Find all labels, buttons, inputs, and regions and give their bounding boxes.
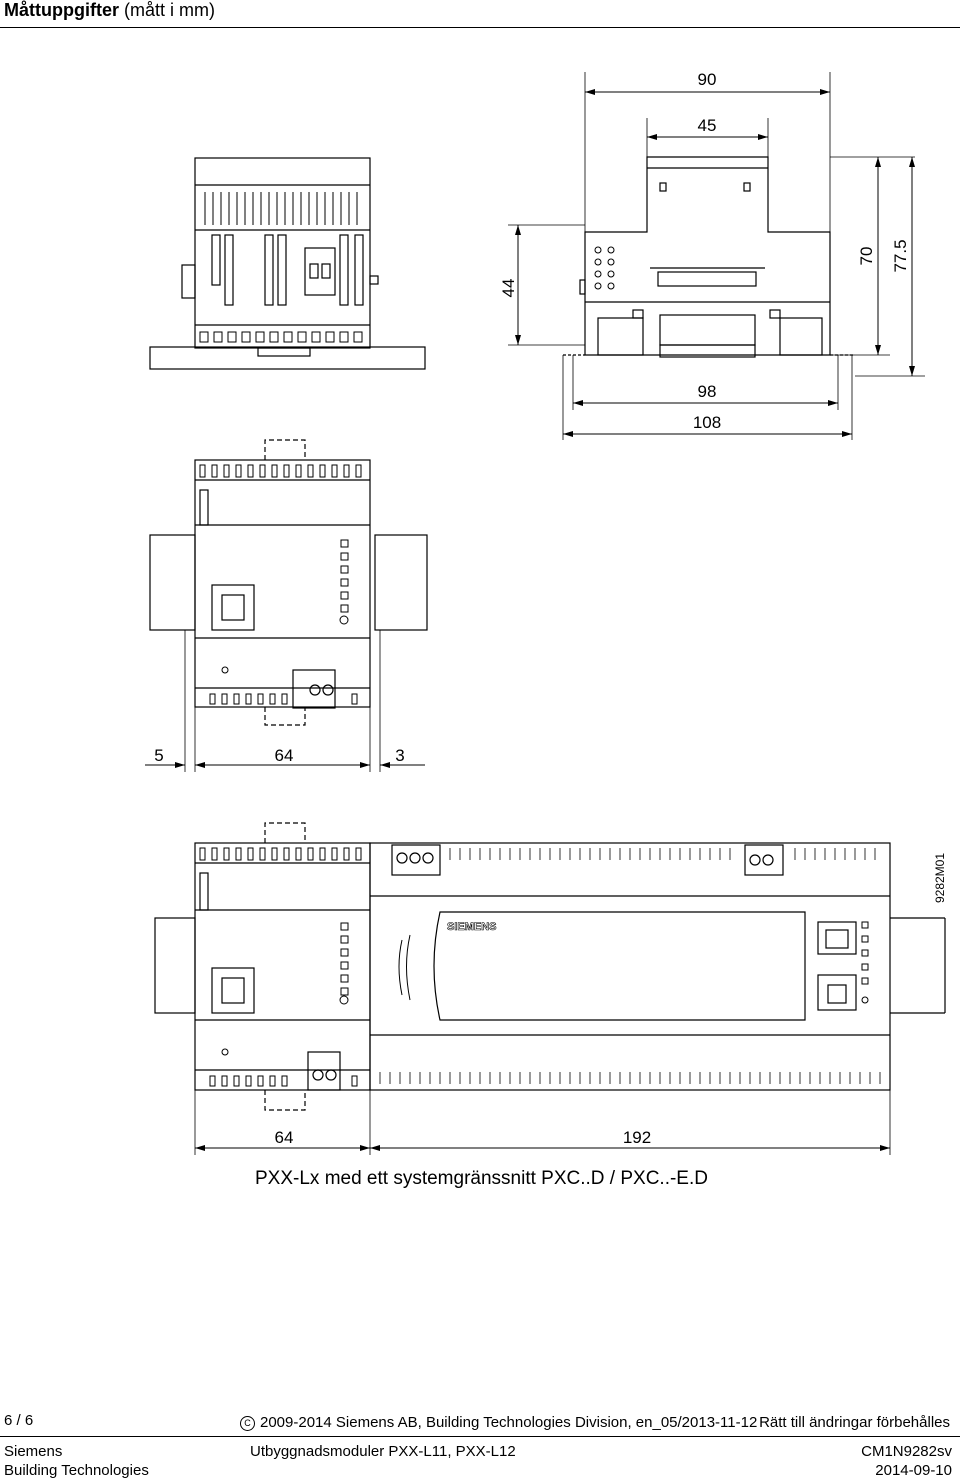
top-view-assembly — [154, 822, 946, 1111]
footer-date: 2014-09-10 — [875, 1462, 952, 1479]
footer-company: Siemens — [4, 1443, 63, 1460]
dim-label-108: 108 — [693, 413, 721, 432]
dim-label-3: 3 — [395, 746, 404, 765]
dim-label-5: 5 — [154, 746, 163, 765]
rights-notice: Rätt till ändringar förbehålles — [759, 1414, 950, 1431]
footer-rule — [0, 1436, 960, 1437]
dim-label-45: 45 — [698, 116, 717, 135]
copyright-icon: C — [240, 1416, 255, 1431]
copyright-text: 2009-2014 Siemens AB, Building Technolog… — [260, 1414, 758, 1431]
siemens-logo: SIEMENS — [447, 921, 497, 933]
dim-label-192: 192 — [623, 1128, 651, 1147]
page-number: 6 / 6 — [4, 1412, 34, 1429]
header-subtitle: (mått i mm) — [118, 0, 215, 20]
copyright-line: C 2009-2014 Siemens AB, Building Technolo… — [240, 1414, 757, 1431]
dim-label-90: 90 — [698, 70, 717, 89]
side-view — [563, 156, 855, 358]
dim-label-64-bottom: 64 — [275, 1128, 294, 1147]
top-view-module — [149, 439, 428, 726]
header-title: Måttuppgifter — [4, 0, 119, 20]
footer-division: Building Technologies — [4, 1462, 149, 1479]
dim-label-70: 70 — [857, 247, 876, 266]
footer-doc-number: CM1N9282sv — [861, 1443, 952, 1460]
figure-caption: PXX-Lx med ett systemgränssnitt PXC..D /… — [255, 1168, 708, 1189]
page-header: Måttuppgifter (mått i mm) — [4, 0, 215, 21]
dim-label-44: 44 — [499, 279, 518, 298]
header-rule — [0, 27, 960, 28]
footer-product: Utbyggnadsmoduler PXX-L11, PXX-L12 — [250, 1443, 516, 1460]
dim-label-64: 64 — [275, 746, 294, 765]
dim-label-98: 98 — [698, 382, 717, 401]
drawing-id: 9282M01 — [933, 853, 947, 903]
dimension-drawing: 90 45 70 77.5 44 98 108 5 64 3 64 192 92… — [145, 70, 947, 1155]
dim-label-77-5: 77.5 — [891, 239, 910, 272]
front-view — [149, 157, 426, 370]
